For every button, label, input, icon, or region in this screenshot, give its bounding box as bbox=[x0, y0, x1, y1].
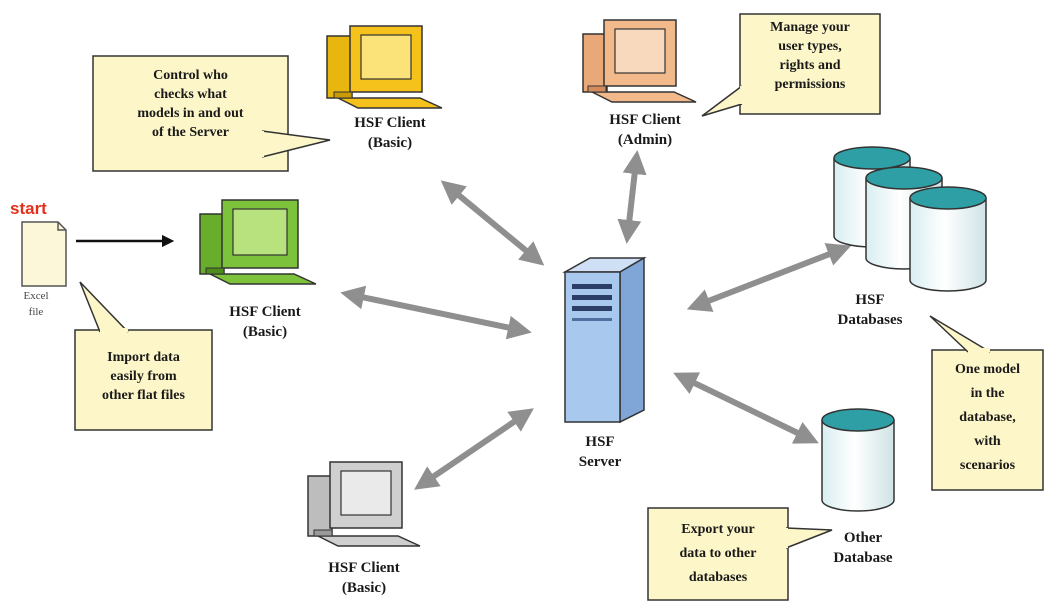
server-label-line2: Server bbox=[578, 454, 622, 470]
callout-manage-note bbox=[701, 13, 881, 117]
admin-client-label: HSF Client (Admin) bbox=[585, 110, 705, 150]
one-model-note-line: scenarios bbox=[959, 458, 1016, 473]
import-note-line: easily from bbox=[110, 369, 177, 384]
bottom-client-label-line2: (Basic) bbox=[341, 580, 387, 596]
hsf-databases-label-line2: Databases bbox=[837, 312, 903, 328]
arrow-top-client-server bbox=[440, 180, 545, 266]
start-label: start bbox=[10, 199, 47, 218]
excel-file-icon bbox=[21, 221, 67, 287]
one-model-note-line: database, bbox=[959, 410, 1016, 425]
arrow-bottom-client-server bbox=[414, 408, 534, 490]
hsf-databases-label: HSF Databases bbox=[820, 290, 920, 330]
connection-arrows bbox=[340, 150, 852, 490]
excel-file-label-line1: Excel bbox=[23, 290, 49, 302]
top-client-label: HSF Client (Basic) bbox=[330, 113, 450, 153]
one-model-note-line: One model bbox=[955, 362, 1020, 377]
bottom-client-label: HSF Client (Basic) bbox=[304, 558, 424, 598]
computer-icon-admin-client bbox=[582, 19, 697, 103]
export-note-line: Export your bbox=[681, 522, 755, 537]
arrow-admin-server bbox=[617, 150, 647, 244]
control-note-line: Control who bbox=[153, 68, 228, 83]
database-cylinder-3 bbox=[909, 186, 987, 292]
control-note-text: Control who checks what models in and ou… bbox=[93, 66, 288, 142]
left-client-label: HSF Client (Basic) bbox=[205, 302, 325, 342]
top-client-label-line2: (Basic) bbox=[367, 135, 413, 151]
hsf-databases-label-line1: HSF bbox=[855, 292, 885, 308]
manage-note-line: Manage your bbox=[770, 20, 850, 35]
control-note-line: of the Server bbox=[152, 125, 229, 140]
manage-note-line: user types, bbox=[778, 39, 842, 54]
left-client-label-line2: (Basic) bbox=[242, 324, 288, 340]
callout-control-note bbox=[92, 55, 331, 172]
admin-client-label-line2: (Admin) bbox=[617, 132, 673, 148]
other-database-label-line1: Other bbox=[843, 530, 883, 546]
manage-note-line: rights and bbox=[779, 58, 841, 73]
server-icon bbox=[562, 256, 647, 424]
computer-icon-bottom-client bbox=[307, 461, 421, 547]
export-note-line: databases bbox=[688, 570, 748, 585]
one-model-note-line: with bbox=[974, 434, 1001, 449]
server-label-line1: HSF bbox=[585, 434, 615, 450]
control-note-line: models in and out bbox=[137, 106, 244, 121]
excel-file-label-line2: file bbox=[28, 306, 44, 318]
one-model-note-line: in the bbox=[970, 386, 1005, 401]
excel-file-label: Excel file bbox=[16, 288, 56, 320]
callout-import-note bbox=[74, 281, 213, 431]
other-database-label-line2: Database bbox=[833, 550, 893, 566]
export-note-text: Export your data to other databases bbox=[648, 518, 788, 590]
other-database-label: Other Database bbox=[808, 528, 918, 568]
server-label: HSF Server bbox=[560, 432, 640, 472]
import-note-line: Import data bbox=[107, 350, 180, 365]
import-note-text: Import data easily from other flat files bbox=[75, 348, 212, 405]
manage-note-line: permissions bbox=[774, 77, 846, 92]
arrow-server-hsf-db bbox=[686, 243, 852, 312]
computer-icon-left-client bbox=[199, 199, 317, 285]
computer-icon-top-client bbox=[326, 25, 443, 109]
bottom-client-label-line1: HSF Client bbox=[328, 560, 400, 576]
hsf-databases-icon bbox=[833, 146, 987, 292]
top-client-label-line1: HSF Client bbox=[354, 115, 426, 131]
left-client-label-line1: HSF Client bbox=[229, 304, 301, 320]
manage-note-text: Manage your user types, rights and permi… bbox=[740, 18, 880, 94]
control-note-line: checks what bbox=[154, 87, 227, 102]
import-note-line: other flat files bbox=[102, 388, 185, 403]
admin-client-label-line1: HSF Client bbox=[609, 112, 681, 128]
callout-one-model-note bbox=[929, 315, 1044, 491]
other-database-icon bbox=[821, 408, 895, 512]
callout-export-note bbox=[647, 507, 833, 601]
arrow-left-client-server bbox=[340, 285, 532, 340]
arrow-server-other-db bbox=[673, 372, 819, 444]
one-model-note-text: One model in the database, with scenario… bbox=[932, 358, 1043, 478]
export-note-line: data to other bbox=[679, 546, 757, 561]
